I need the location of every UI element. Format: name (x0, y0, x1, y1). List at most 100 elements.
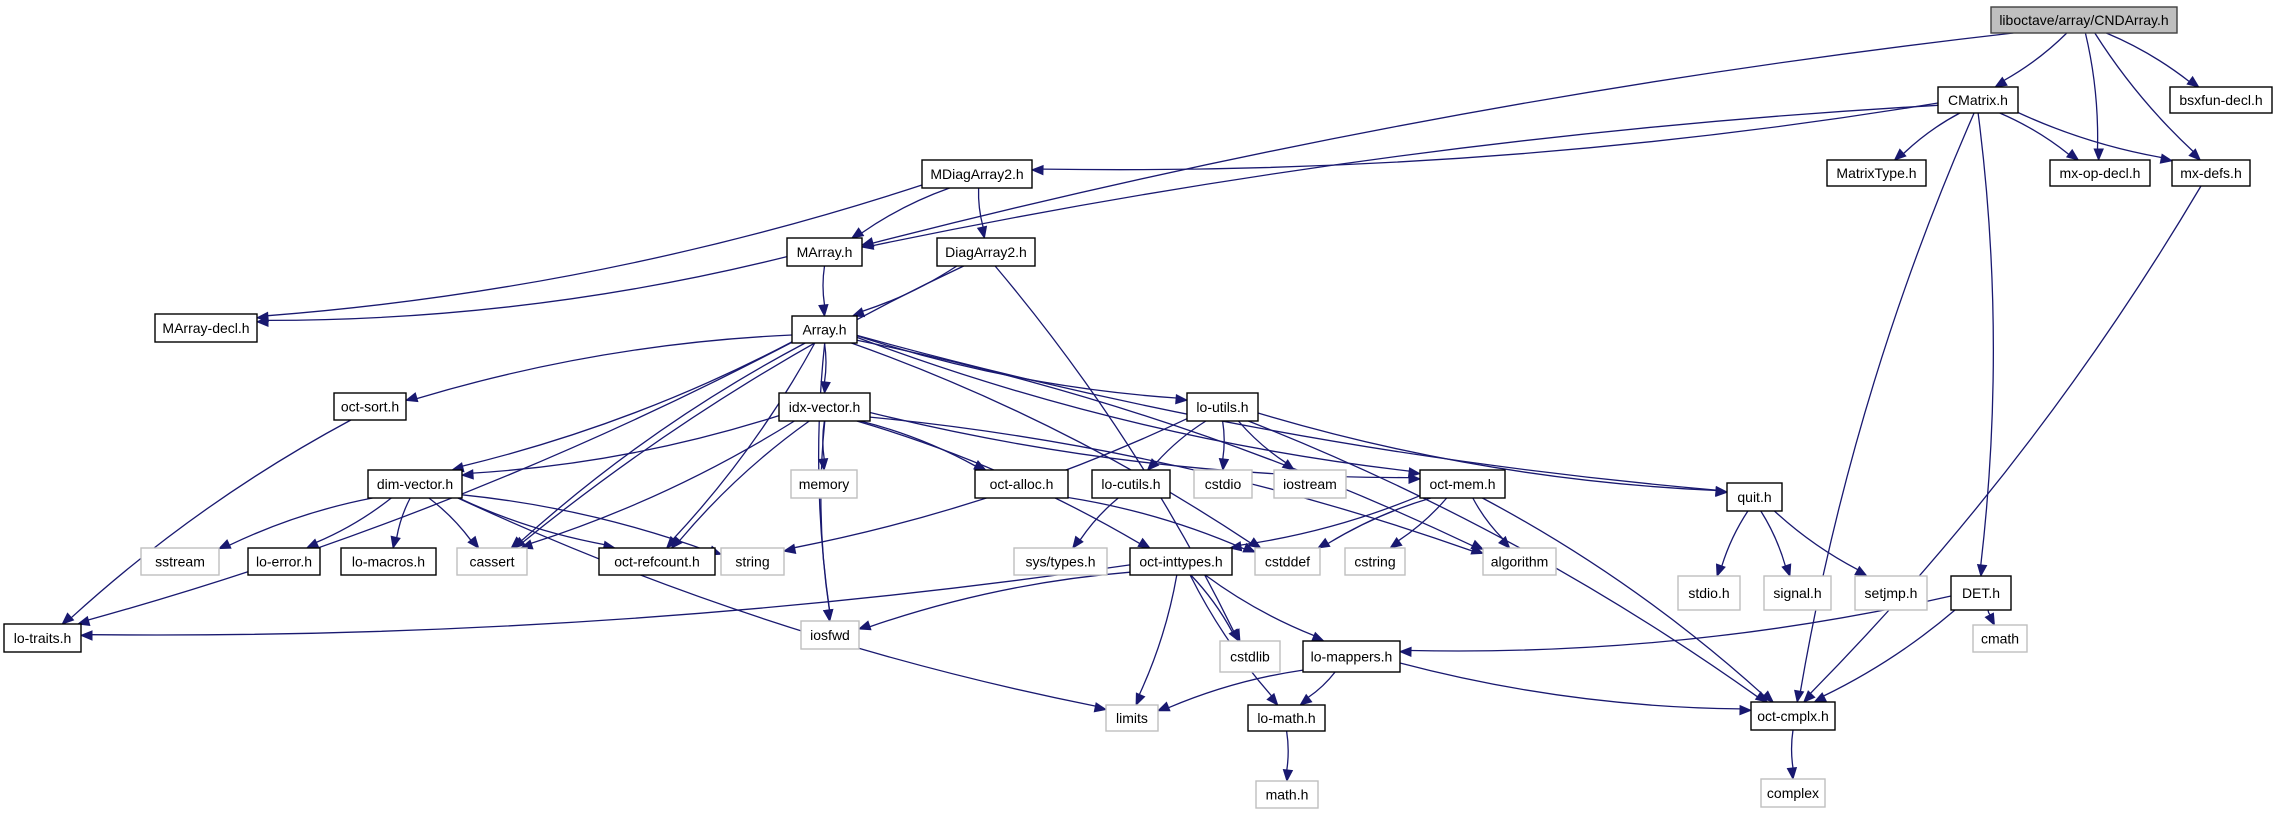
edge-line (2106, 32, 2190, 83)
node-DET[interactable]: DET.h (1950, 575, 2012, 611)
edge-line (851, 342, 1252, 544)
edge-Array-to-oct-sort (404, 334, 793, 403)
edge-line (229, 497, 373, 546)
node-oct-cmplx[interactable]: oct-cmplx.h (1750, 701, 1836, 731)
arrowhead-icon (850, 227, 865, 239)
node-DiagArray2[interactable]: DiagArray2.h (936, 237, 1036, 267)
node-CNDArray[interactable]: liboctave/array/CNDArray.h (1990, 6, 2178, 34)
node-iosfwd: iosfwd (800, 620, 860, 650)
arrowhead-icon (1781, 563, 1792, 578)
node-box (2169, 86, 2273, 114)
node-MArray-decl[interactable]: MArray-decl.h (154, 313, 258, 343)
edge-DET-to-cmath (1984, 609, 1996, 627)
node-lo-traits[interactable]: lo-traits.h (3, 623, 82, 653)
node-box (1419, 469, 1506, 499)
arrowhead-icon (1242, 542, 1257, 553)
edge-line (1204, 574, 1315, 637)
arrowhead-icon (1228, 628, 1240, 643)
node-box (2171, 159, 2251, 187)
arrowhead-icon (1175, 394, 1189, 405)
node-label: oct-cmplx.h (1757, 708, 1829, 724)
arrowhead-icon (1398, 646, 1412, 658)
node-oct-sort[interactable]: oct-sort.h (333, 392, 407, 421)
node-box (791, 315, 858, 344)
node-oct-inttypes[interactable]: oct-inttypes.h (1129, 547, 1233, 576)
edge-line (1307, 671, 1336, 698)
node-memory: memory (790, 469, 858, 499)
arrowhead-icon (1030, 164, 1044, 176)
node-lo-mappers[interactable]: lo-mappers.h (1302, 640, 1401, 673)
node-quit[interactable]: quit.h (1726, 482, 1783, 512)
edge-line (1987, 609, 1991, 616)
edge-line (396, 497, 411, 538)
node-mx-op-decl[interactable]: mx-op-decl.h (2049, 159, 2151, 187)
node-mx-defs[interactable]: mx-defs.h (2171, 159, 2251, 187)
edge-line (530, 420, 795, 545)
node-oct-refcount[interactable]: oct-refcount.h (598, 547, 716, 576)
edge-line (91, 564, 1131, 636)
node-lo-utils[interactable]: lo-utils.h (1186, 392, 1259, 422)
node-box (1950, 575, 2012, 611)
arrowhead-icon (1137, 537, 1151, 549)
edge-line (519, 342, 806, 543)
edge-line (856, 334, 1717, 491)
edge-idx-vector-to-dim-vector (460, 414, 780, 480)
edge-quit-to-setjmp (1773, 510, 1868, 577)
node-box (1302, 640, 1401, 673)
node-label: liboctave/array/CNDArray.h (1999, 12, 2168, 28)
node-lo-math[interactable]: lo-math.h (1247, 704, 1326, 732)
node-CMatrix[interactable]: CMatrix.h (1937, 86, 2019, 114)
edge-line (1168, 669, 1304, 709)
edge-line (822, 265, 826, 306)
node-oct-mem[interactable]: oct-mem.h (1419, 469, 1506, 499)
node-lo-cutils[interactable]: lo-cutils.h (1091, 469, 1171, 499)
node-MDiagArray2[interactable]: MDiagArray2.h (921, 159, 1033, 189)
arrowhead-icon (1715, 486, 1729, 498)
node-MArray[interactable]: MArray.h (786, 237, 863, 267)
node-lo-macros[interactable]: lo-macros.h (340, 547, 437, 576)
node-box (1186, 392, 1259, 422)
node-label: cstdlib (1230, 649, 1270, 665)
node-MatrixType[interactable]: MatrixType.h (1826, 159, 1927, 187)
arrowhead-icon (2159, 153, 2174, 164)
arrowhead-icon (2188, 148, 2202, 161)
node-cstdlib: cstdlib (1219, 640, 1281, 673)
node-label: oct-alloc.h (990, 476, 1054, 492)
node-box (921, 159, 1033, 189)
node-Array[interactable]: Array.h (791, 315, 858, 344)
edge-line (1240, 495, 1421, 546)
edge-lo-math-to-math (1282, 730, 1294, 783)
node-lo-error[interactable]: lo-error.h (247, 547, 321, 576)
node-label: mx-op-decl.h (2060, 165, 2141, 181)
edge-oct-inttypes-to-iosfwd (857, 571, 1131, 631)
node-box (1972, 624, 2028, 653)
arrowhead-icon (782, 543, 797, 555)
node-label: oct-sort.h (341, 399, 399, 415)
node-algorithm: algorithm (1482, 547, 1557, 576)
edge-lo-utils-to-lo-cutils (1146, 420, 1207, 471)
node-oct-alloc[interactable]: oct-alloc.h (974, 469, 1069, 499)
node-label: algorithm (1491, 554, 1549, 570)
edge-CNDArray-to-mx-defs (2094, 32, 2202, 161)
edge-line (1773, 510, 1859, 571)
arrowhead-icon (820, 381, 831, 395)
edge-dim-vector-to-limits (457, 497, 1108, 713)
arrowhead-icon (1893, 148, 1907, 161)
arrowhead-icon (1281, 459, 1296, 471)
edge-Array-to-oct-mem (856, 336, 1422, 478)
edge-line (861, 187, 950, 234)
node-bsxfun-decl[interactable]: bsxfun-decl.h (2169, 86, 2273, 114)
edge-line (1482, 497, 1765, 697)
node-label: MArray-decl.h (162, 320, 249, 336)
node-idx-vector[interactable]: idx-vector.h (778, 392, 871, 422)
node-dim-vector[interactable]: dim-vector.h (367, 469, 463, 499)
edge-Array-to-algorithm (856, 339, 1485, 550)
edge-CMatrix-to-DET (1976, 112, 1994, 578)
edge-line (1285, 730, 1289, 771)
node-label: setjmp.h (1865, 585, 1918, 601)
node-label: oct-refcount.h (614, 554, 700, 570)
node-label: limits (1116, 710, 1148, 726)
node-label: MArray.h (797, 244, 853, 260)
edge-line (869, 571, 1131, 628)
